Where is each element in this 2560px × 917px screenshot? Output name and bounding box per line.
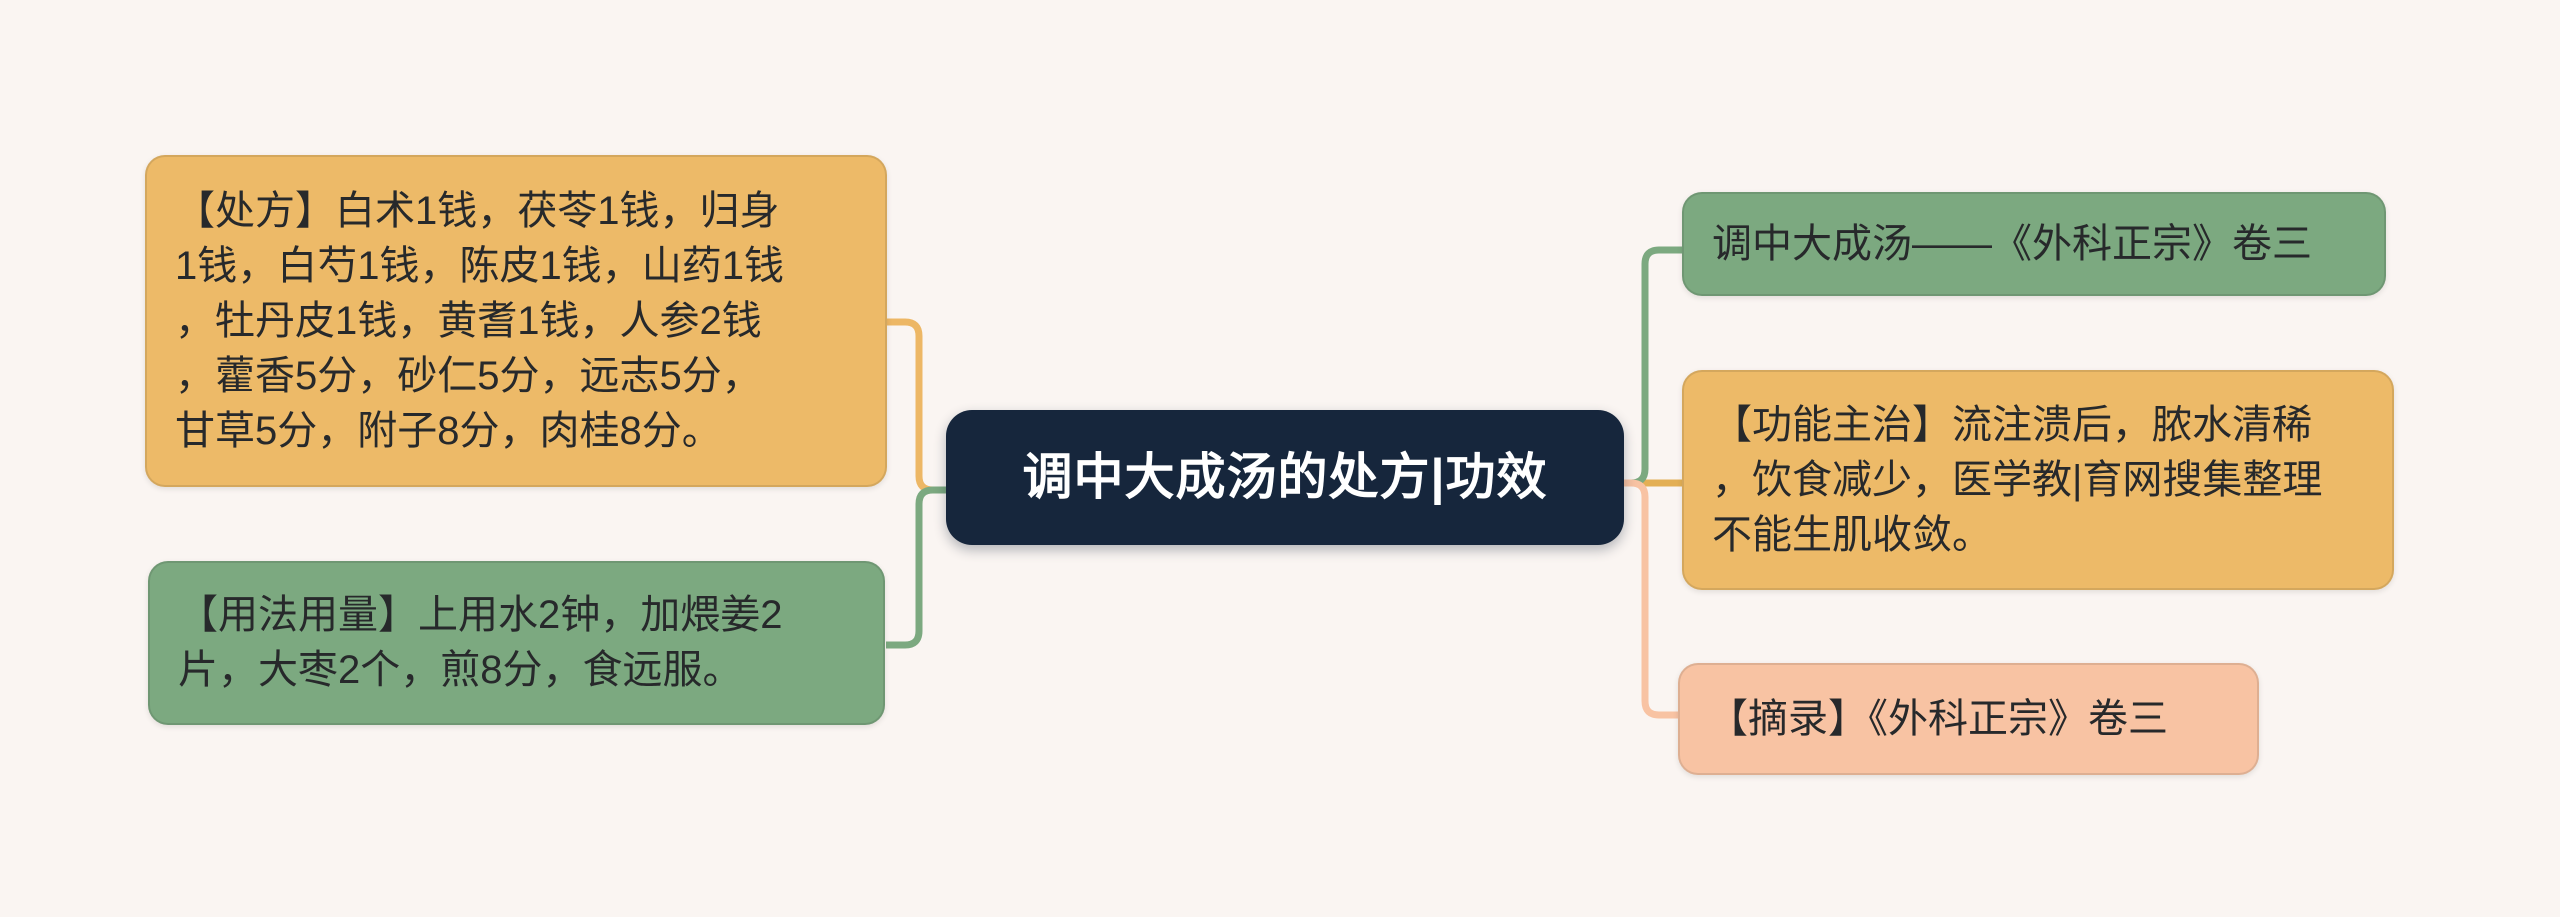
connector-right-excerpt [1624, 479, 1678, 719]
node-indications[interactable]: 【功能主治】流注溃后，脓水清稀 ，饮食减少，医学教|育网搜集整理 不能生肌收敛。 [1682, 370, 2394, 590]
connector-right-source [1624, 246, 1682, 487]
node-center-topic[interactable]: 调中大成汤的处方|功效 [946, 410, 1624, 545]
connector-left-usage [886, 486, 946, 649]
connector-left-prescription [887, 318, 946, 494]
node-source-title[interactable]: 调中大成汤——《外科正宗》卷三 [1682, 192, 2386, 296]
node-excerpt[interactable]: 【摘录】《外科正宗》卷三 [1678, 663, 2259, 775]
node-usage-dosage[interactable]: 【用法用量】上用水2钟，加煨姜2 片，大枣2个，煎8分，食远服。 [148, 561, 885, 725]
node-prescription[interactable]: 【处方】白术1钱，茯苓1钱，归身 1钱，白芍1钱，陈皮1钱，山药1钱 ，牡丹皮1… [145, 155, 887, 487]
